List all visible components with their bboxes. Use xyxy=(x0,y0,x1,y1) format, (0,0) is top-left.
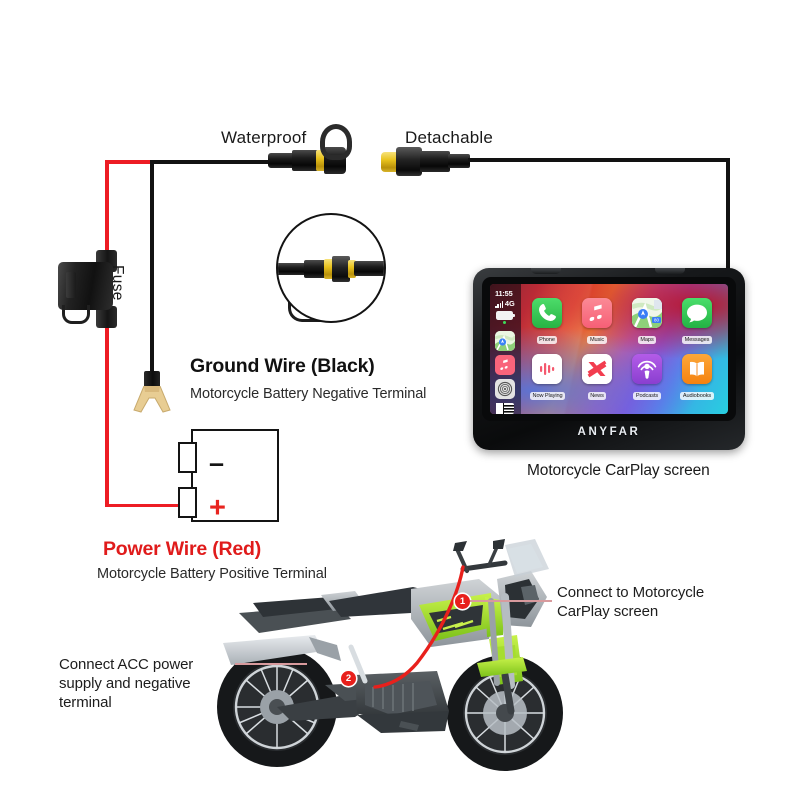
messages-icon xyxy=(682,298,712,328)
callout-left-line-3: terminal xyxy=(59,694,112,712)
callout-left-line-2: supply and negative xyxy=(59,675,191,693)
fork-terminal-prongs xyxy=(133,386,171,413)
carplay-screen-caption: Motorcycle CarPlay screen xyxy=(527,462,710,479)
status-time: 11:55 xyxy=(495,289,513,298)
sidebar-list-icon[interactable] xyxy=(496,403,514,414)
fuse-grip-ribs xyxy=(66,272,76,298)
battery-positive-post xyxy=(178,487,197,518)
app-label: Phone xyxy=(536,336,558,344)
callout-leader-right xyxy=(470,600,552,602)
callout-right-line-1: Connect to Motorcycle xyxy=(557,584,705,601)
app-tile-phone[interactable]: Phone xyxy=(530,298,564,346)
app-label: Now Playing xyxy=(530,392,565,400)
status-signal: 4G xyxy=(495,299,515,308)
sidebar-maps-icon[interactable] xyxy=(495,331,515,351)
app-tile-music[interactable]: Music xyxy=(580,298,614,346)
podcasts-icon xyxy=(632,354,662,384)
device-notch-left xyxy=(531,268,561,274)
app-tile-messages[interactable]: Messages xyxy=(680,298,714,346)
black-wire-top-run xyxy=(150,160,272,164)
inset-knurled-nut xyxy=(332,256,350,282)
app-label: Audiobooks xyxy=(680,392,714,400)
battery-negative-post xyxy=(178,442,197,473)
waterproof-label: Waterproof xyxy=(221,128,307,147)
phone-icon xyxy=(532,298,562,328)
app-tile-news[interactable]: News xyxy=(580,354,614,402)
waterproof-connector-collar xyxy=(316,150,326,171)
carplay-screen[interactable]: 11:55 4G xyxy=(490,284,728,414)
detachable-label: Detachable xyxy=(405,128,494,147)
app-label: News xyxy=(587,392,607,400)
app-tile-podcasts[interactable]: Podcasts xyxy=(630,354,664,402)
fuse-label: Fuse xyxy=(109,265,126,301)
app-tile-now-playing[interactable]: Now Playing xyxy=(530,354,565,402)
detachable-connector-pin-housing xyxy=(381,152,398,172)
fork-terminal-barrel xyxy=(144,371,160,390)
inset-magnifier-circle xyxy=(276,213,386,323)
svg-text:80: 80 xyxy=(654,318,659,323)
motorcycle-marker-1: 1 xyxy=(455,594,470,609)
black-wire-ground-drop xyxy=(150,160,154,374)
waterproof-connector-barrel xyxy=(292,150,318,171)
status-network: 4G xyxy=(504,299,515,308)
callout-right-line-2: CarPlay screen xyxy=(557,603,659,621)
callout-right: Connect to Motorcycle CarPlay screen xyxy=(557,583,704,621)
music-icon xyxy=(582,298,612,328)
ground-wire-title: Ground Wire (Black) xyxy=(190,355,375,377)
app-tile-audiobooks[interactable]: Audiobooks xyxy=(680,354,714,402)
waterproof-connector-strain-relief xyxy=(268,153,294,168)
signal-bars-icon xyxy=(495,301,504,308)
battery-body xyxy=(191,429,279,522)
now-playing-icon xyxy=(532,354,562,384)
motorcycle-illustration xyxy=(217,539,563,771)
callout-leader-left xyxy=(235,663,307,665)
app-label: Maps xyxy=(637,336,657,344)
device-notch-right xyxy=(655,268,685,274)
screen-cable-drop xyxy=(726,158,730,274)
inset-cable-left xyxy=(278,263,308,275)
inset-cable-right xyxy=(354,261,384,276)
battery-negative-sign: – xyxy=(209,448,225,478)
power-wire-subtitle: Motorcycle Battery Positive Terminal xyxy=(97,566,327,582)
sidebar-settings-icon[interactable] xyxy=(495,379,515,399)
red-wire-left-drop xyxy=(105,160,109,507)
device-brand-logo: ANYFAR xyxy=(577,426,641,438)
detachable-connector-body xyxy=(420,151,450,172)
screen-cable-top-run xyxy=(468,158,730,162)
battery-icon xyxy=(496,311,516,320)
app-tile-maps[interactable]: 80 Maps xyxy=(630,298,664,346)
carplay-device[interactable]: 11:55 4G xyxy=(473,268,745,450)
inset-collar-right xyxy=(348,260,356,278)
fuse-pull-tab xyxy=(62,305,90,324)
app-label: Messages xyxy=(682,336,712,344)
sidebar-music-icon[interactable] xyxy=(495,355,515,375)
carplay-sidebar[interactable]: 11:55 4G xyxy=(490,284,521,414)
ground-wire-subtitle: Motorcycle Battery Negative Terminal xyxy=(190,386,427,402)
callout-left: Connect ACC power supply and negative te… xyxy=(59,655,193,713)
fuse-cap-bottom xyxy=(96,306,117,328)
inset-connector-body-left xyxy=(304,260,326,278)
audiobooks-icon xyxy=(682,354,712,384)
battery-positive-sign: + xyxy=(209,492,226,524)
maps-icon: 80 xyxy=(632,298,662,328)
callout-left-line-1: Connect ACC power xyxy=(59,656,194,673)
app-label: Music xyxy=(587,336,607,344)
detachable-connector-knurled-nut xyxy=(396,147,422,176)
red-wire-bottom-run xyxy=(105,503,190,507)
charging-indicator-dot xyxy=(503,321,506,324)
inset-collar-left xyxy=(324,259,334,279)
detachable-connector-boot xyxy=(448,154,470,168)
news-icon xyxy=(582,354,612,384)
power-wire-title: Power Wire (Red) xyxy=(103,538,262,560)
waterproof-dust-cap xyxy=(320,124,352,160)
motorcycle-marker-2: 2 xyxy=(341,671,356,686)
app-label: Podcasts xyxy=(633,392,661,400)
